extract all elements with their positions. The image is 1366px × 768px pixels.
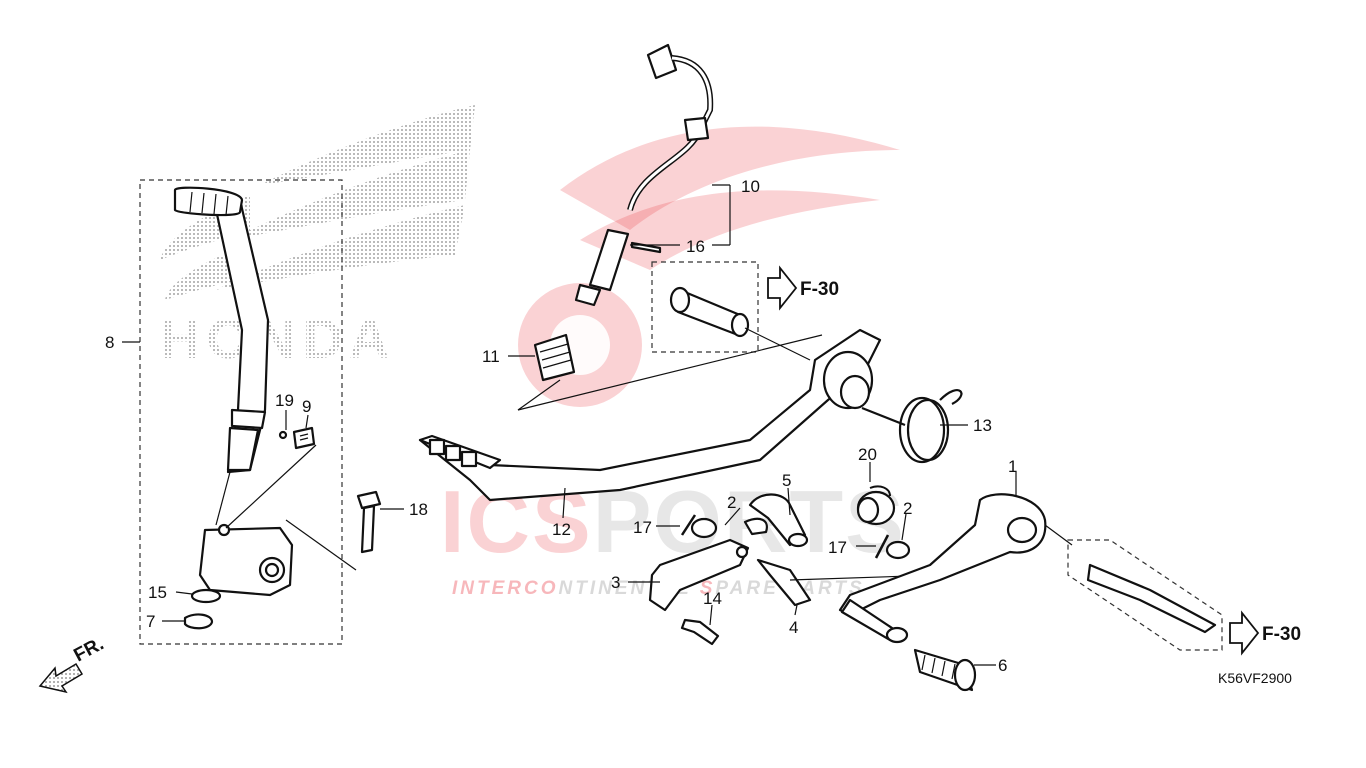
- change-pedal-12: [418, 328, 882, 502]
- kick-starter-arm: [173, 186, 270, 474]
- step-rubber-6: [913, 648, 977, 692]
- part-label-1: 1: [1008, 457, 1017, 476]
- part-label-19: 19: [275, 391, 294, 410]
- tagline-red-1: INTERCO: [452, 578, 559, 599]
- f30-reference-box-top: [651, 261, 759, 353]
- part-label-15: 15: [148, 583, 167, 602]
- circlip-7: [183, 613, 214, 630]
- part-label-9: 9: [302, 397, 311, 416]
- kick-starter-group-box: [139, 179, 343, 645]
- spring-9: [292, 426, 316, 450]
- part-label-17-left: 17: [633, 518, 652, 537]
- part-label-2-right: 2: [903, 499, 912, 518]
- f30-reference-box-right: [1067, 539, 1223, 651]
- part-label-8: 8: [105, 333, 114, 352]
- part-label-10: 10: [741, 177, 760, 196]
- sensor-cable-10: [574, 43, 714, 307]
- front-arrow: FR.: [38, 634, 107, 694]
- washer-15: [190, 588, 222, 604]
- arm-3: [648, 538, 750, 612]
- part-label-12: 12: [552, 520, 571, 539]
- step-arm-1: [838, 493, 1047, 644]
- front-marker-label: FR.: [70, 634, 107, 667]
- spring-11: [533, 333, 576, 382]
- clip-2-right: [743, 517, 768, 536]
- part-label-3: 3: [611, 573, 620, 592]
- part-label-2-left: 2: [727, 493, 736, 512]
- part-label-16: 16: [686, 237, 705, 256]
- leader-lines: [122, 184, 1017, 666]
- diagram-code: K56VF2900: [1218, 670, 1292, 686]
- part-label-18: 18: [409, 500, 428, 519]
- part-label-11: 11: [482, 347, 500, 366]
- torsion-spring-13: [861, 389, 963, 464]
- washer-2-left: [690, 517, 718, 539]
- part-label-6: 6: [998, 656, 1007, 675]
- bushing-20: [856, 485, 896, 526]
- f30-label-right: F-30: [1262, 624, 1301, 645]
- bolt-18: [356, 490, 382, 554]
- cotter-pin-17-left: [680, 514, 697, 536]
- kick-starter-boss: [198, 523, 294, 597]
- part-label-4: 4: [789, 618, 798, 637]
- ball-19: [278, 430, 288, 440]
- bolt-14: [680, 618, 720, 646]
- tagline-red-2: S: [700, 578, 716, 599]
- honda-wing-watermark: HONDA: [160, 105, 475, 370]
- part-label-13: 13: [973, 416, 992, 435]
- part-label-20: 20: [858, 445, 877, 464]
- part-labels: 1 2 2 3 4 5 6 7 8 9 10 11 12 13 14 15 16…: [105, 177, 1017, 675]
- cotter-pin-17-right: [874, 534, 890, 559]
- f30-label-top: F-30: [800, 279, 839, 300]
- f30-arrow-right: F-30: [1229, 610, 1301, 656]
- rod-4: [756, 558, 812, 607]
- joint-5: [748, 493, 809, 548]
- part-label-5: 5: [782, 471, 791, 490]
- washer-2-right: [885, 540, 911, 560]
- f30-arrow-top: F-30: [767, 265, 839, 311]
- part-label-7: 7: [146, 612, 155, 631]
- part-label-14: 14: [703, 589, 722, 608]
- part-label-17-right: 17: [828, 538, 847, 557]
- honda-watermark-text: HONDA: [160, 307, 395, 370]
- pivot-bushing: [669, 286, 750, 338]
